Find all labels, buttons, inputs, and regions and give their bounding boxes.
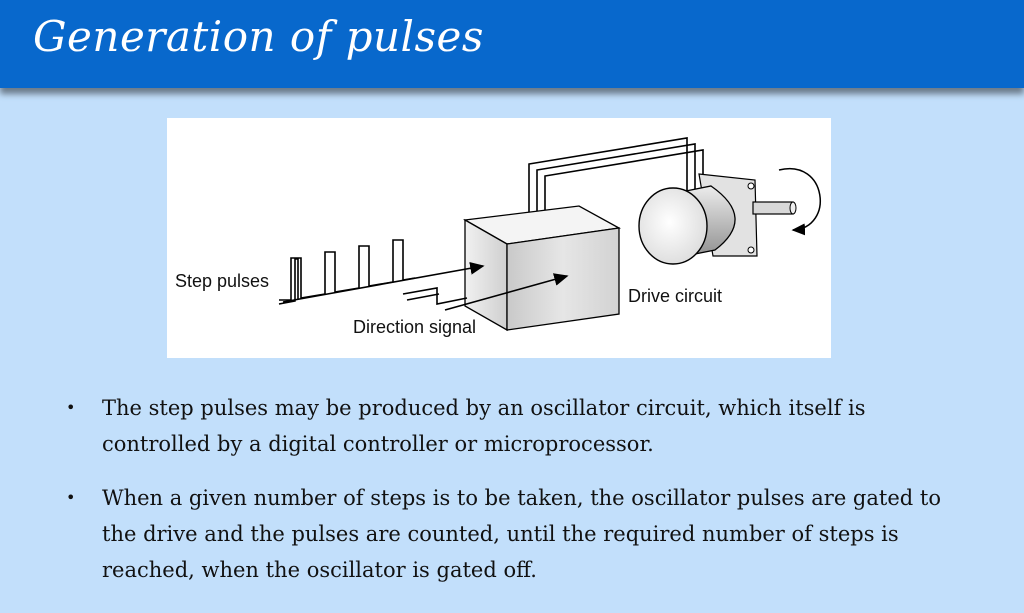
drive-circuit-label: Drive circuit — [628, 286, 722, 306]
drive-circuit-box — [462, 205, 622, 332]
diagram-svg: Step pulses Direction signal Drive circu… — [175, 137, 821, 337]
bullet-item: • When a given number of steps is to be … — [66, 480, 966, 588]
stepper-motor — [638, 167, 821, 265]
bullet-dot: • — [66, 398, 76, 417]
step-pulses-arrow — [282, 261, 485, 303]
step-pulses-waveform — [278, 239, 416, 305]
step-pulses-label: Step pulses — [175, 271, 269, 291]
bullet-text: The step pulses may be produced by an os… — [102, 396, 866, 456]
connecting-wires — [528, 137, 704, 218]
bullet-item: • The step pulses may be produced by an … — [66, 390, 966, 462]
title-bar: Generation of pulses — [0, 0, 1024, 88]
bullet-dot: • — [66, 488, 76, 507]
direction-signal-arrow — [444, 273, 569, 311]
direction-signal-label: Direction signal — [353, 317, 476, 337]
direction-signal-waveform — [402, 287, 468, 305]
bullet-text: When a given number of steps is to be ta… — [102, 486, 941, 582]
stepper-diagram: Step pulses Direction signal Drive circu… — [167, 118, 831, 358]
slide-title: Generation of pulses — [33, 12, 484, 61]
bullet-list: • The step pulses may be produced by an … — [66, 390, 966, 606]
